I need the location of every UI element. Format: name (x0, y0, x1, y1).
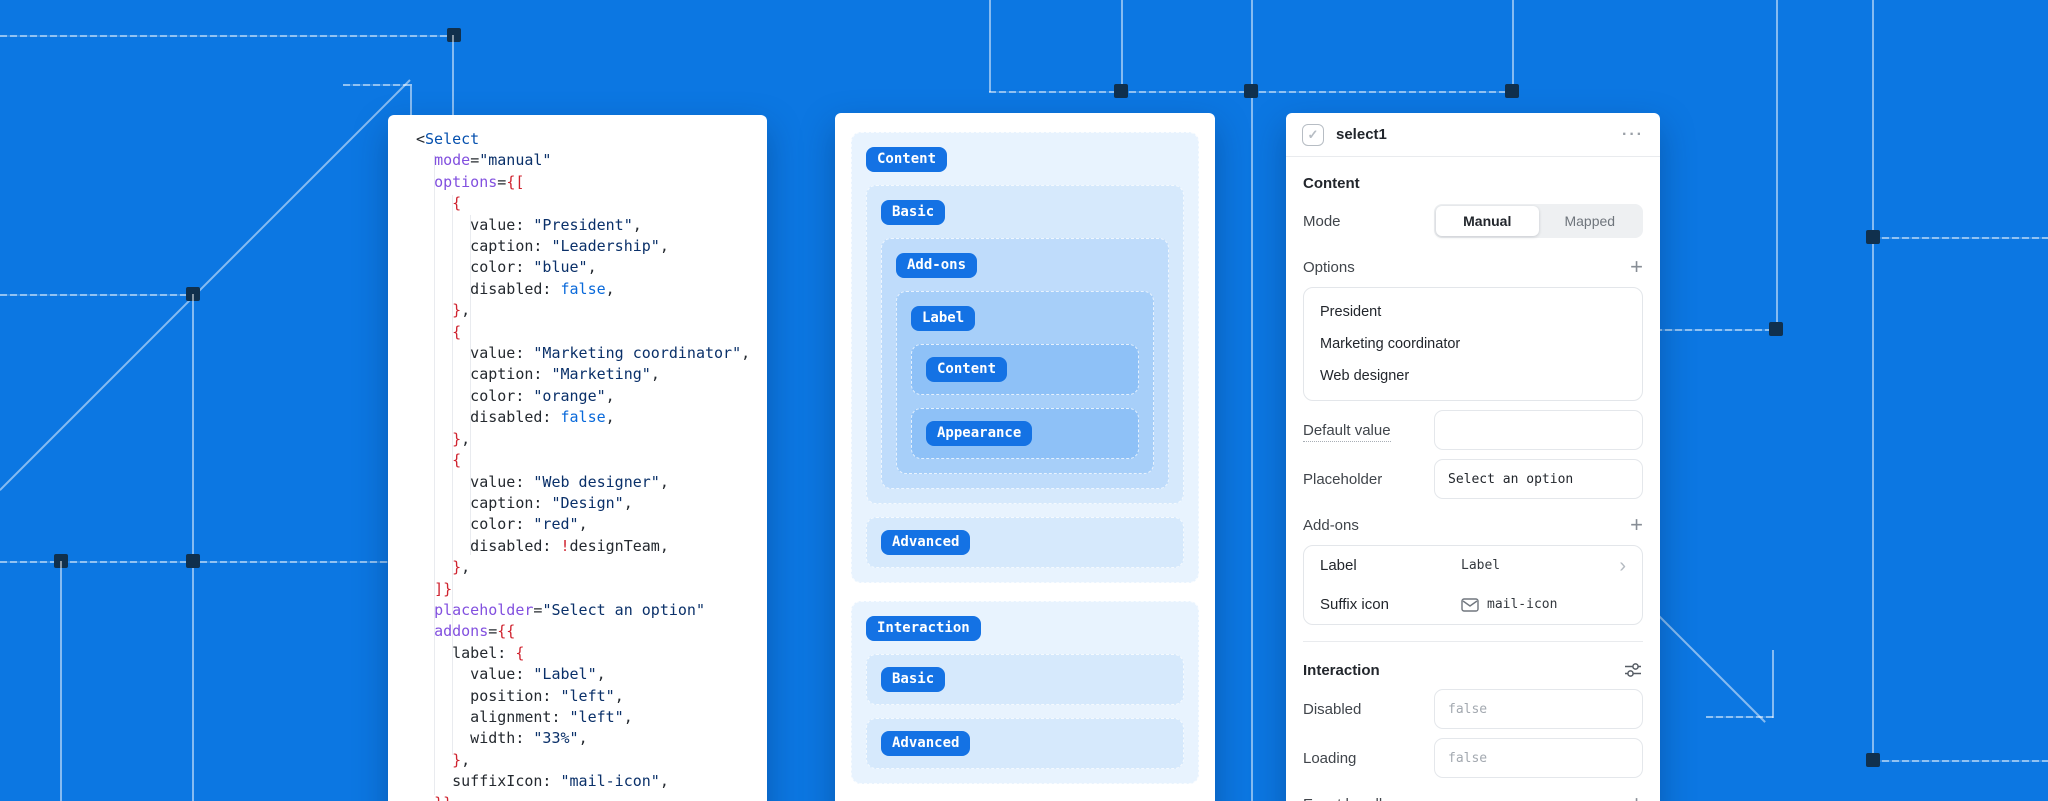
bp-diagonal (0, 79, 411, 491)
component-title: select1 (1336, 126, 1387, 143)
bp-node (447, 28, 461, 42)
inspector-header: ✓ select1 ··· (1286, 113, 1660, 157)
bp-line (1512, 0, 1514, 92)
default-value-label: Default value (1303, 421, 1434, 442)
section-heading-interaction: Interaction (1303, 661, 1380, 679)
bp-node (1866, 230, 1880, 244)
pill-interaction-basic: Basic (881, 667, 946, 692)
section-divider (1303, 641, 1643, 642)
bp-node (1244, 84, 1258, 98)
bp-node (1505, 84, 1519, 98)
diagram-box-inner-content: Content (911, 344, 1139, 395)
default-value-row: Default value (1303, 410, 1643, 450)
add-addon-plus-icon[interactable]: + (1630, 512, 1643, 537)
loading-label: Loading (1303, 749, 1357, 767)
bp-line (1872, 237, 2048, 239)
diagram-box-advanced: Advanced (866, 517, 1184, 568)
bp-line (1655, 329, 1776, 331)
disabled-row: Disabled false (1303, 689, 1643, 729)
indent-guide (434, 155, 435, 795)
bp-line (1251, 0, 1253, 801)
bp-line (1776, 0, 1778, 330)
diagram-box-content: Content Basic Add-ons Label Content Appe… (851, 132, 1199, 583)
pill-inner-content: Content (926, 357, 1008, 382)
bp-arrow-corner (1772, 650, 1774, 718)
indent-guide (470, 215, 471, 555)
option-item[interactable]: Web designer (1320, 368, 1410, 384)
bp-arrow-corner (1706, 716, 1774, 718)
option-item[interactable]: President (1320, 304, 1382, 320)
diagram-box-appearance: Appearance (911, 408, 1139, 459)
pill-content: Content (866, 147, 948, 172)
diagram-box-interaction-basic: Basic (866, 654, 1184, 705)
diagram-box-label: Label Content Appearance (896, 291, 1154, 474)
pill-appearance: Appearance (926, 421, 1033, 446)
pill-interaction: Interaction (866, 616, 981, 641)
indent-guide (452, 195, 453, 755)
pill-label: Label (911, 306, 976, 331)
bp-line (989, 0, 991, 92)
component-checkbox[interactable]: ✓ (1302, 123, 1324, 146)
bp-line (0, 35, 454, 37)
bp-line (1872, 760, 2048, 762)
mode-option-manual[interactable]: Manual (1436, 206, 1539, 236)
diagram-box-interaction: Interaction Basic Advanced (851, 601, 1199, 784)
disabled-input[interactable]: false (1434, 689, 1643, 729)
bp-line (192, 294, 194, 801)
bp-line (1121, 0, 1123, 92)
mail-icon (1461, 597, 1479, 612)
bp-corner (410, 84, 412, 117)
loading-row: Loading false (1303, 738, 1643, 778)
bp-line (0, 294, 193, 296)
bp-line (1872, 0, 1874, 760)
inspector-panel: ✓ select1 ··· Content Mode Manual Mapped… (1286, 113, 1660, 801)
mode-segmented-control: Manual Mapped (1434, 204, 1643, 238)
ellipsis-menu-icon[interactable]: ··· (1622, 125, 1644, 143)
placeholder-label: Placeholder (1303, 470, 1383, 488)
addons-list: Label Label › Suffix icon mail-icon (1303, 545, 1643, 625)
bp-corner (343, 84, 412, 86)
diagram-box-interaction-advanced: Advanced (866, 718, 1184, 769)
mode-label: Mode (1303, 212, 1341, 230)
code-block: <Select mode="manual" options={[ { value… (416, 130, 751, 801)
bp-line (60, 561, 62, 801)
placeholder-input[interactable]: Select an option (1434, 459, 1643, 499)
section-heading-content: Content (1303, 175, 1360, 192)
pill-advanced: Advanced (881, 530, 971, 555)
addon-row-suffix-icon[interactable]: Suffix icon mail-icon (1320, 596, 1558, 613)
bp-node (1114, 84, 1128, 98)
diagram-box-basic: Basic Add-ons Label Content Appearance (866, 185, 1184, 504)
diagram-box-addons: Add-ons Label Content Appearance (881, 238, 1169, 489)
loading-input[interactable]: false (1434, 738, 1643, 778)
mode-row: Mode Manual Mapped (1303, 201, 1643, 241)
sliders-icon[interactable] (1623, 660, 1643, 680)
pill-addons: Add-ons (896, 253, 978, 278)
code-editor-panel: <Select mode="manual" options={[ { value… (388, 115, 767, 801)
pill-interaction-advanced: Advanced (881, 731, 971, 756)
component-structure-panel: Content Basic Add-ons Label Content Appe… (835, 113, 1215, 801)
disabled-label: Disabled (1303, 700, 1362, 718)
addon-row-label[interactable]: Label Label › (1320, 554, 1626, 577)
add-option-plus-icon[interactable]: + (1630, 254, 1643, 279)
bp-node (1866, 753, 1880, 767)
mode-option-mapped[interactable]: Mapped (1564, 213, 1616, 229)
bp-line (452, 35, 454, 117)
default-value-input[interactable] (1434, 410, 1643, 450)
addons-label: Add-ons (1303, 516, 1359, 534)
options-label: Options (1303, 258, 1355, 276)
bp-diagonal (1651, 608, 1766, 723)
options-list: President Marketing coordinator Web desi… (1303, 287, 1643, 401)
check-icon: ✓ (1307, 126, 1319, 142)
bp-node (1769, 322, 1783, 336)
bp-node (186, 554, 200, 568)
option-item[interactable]: Marketing coordinator (1320, 336, 1461, 352)
placeholder-row: Placeholder Select an option (1303, 459, 1643, 499)
chevron-right-icon: › (1619, 554, 1626, 577)
event-handlers-label: Event handlers (1303, 796, 1403, 801)
pill-basic: Basic (881, 200, 946, 225)
add-event-handler-plus-icon[interactable]: + (1630, 793, 1643, 801)
